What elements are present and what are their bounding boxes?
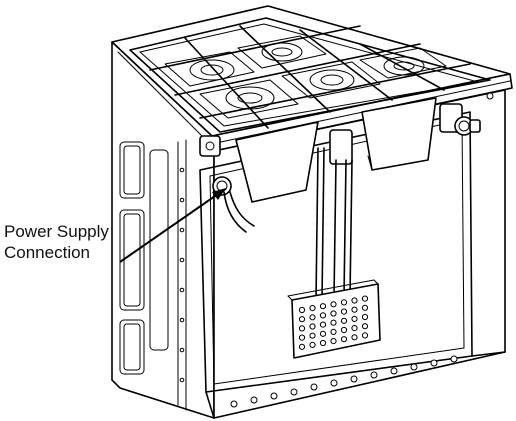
power-supply-callout: Power Supply Connection [4, 221, 109, 263]
burner-grates [129, 17, 491, 133]
perforation-hole [330, 301, 337, 308]
perforation-hole [351, 315, 358, 322]
perforation-hole [340, 299, 348, 306]
perforated-cover [287, 279, 381, 359]
perforation-hole [309, 341, 316, 348]
perforation-hole [330, 338, 337, 345]
perforation-hole [319, 330, 327, 337]
perforation-hole [330, 328, 337, 335]
perforation-hole [361, 313, 369, 321]
callout-line-2: Connection [4, 243, 91, 262]
perforation-hole [351, 306, 358, 313]
callout-arrow [119, 188, 226, 263]
perforation-hole [340, 308, 348, 315]
perforation-hole [340, 326, 348, 334]
perforation-hole [351, 297, 358, 304]
perforation-hole [309, 314, 316, 321]
burners [189, 42, 425, 110]
perforation-hole [330, 310, 337, 317]
perforation-hole [361, 304, 369, 311]
perforation-hole [319, 321, 327, 328]
side-panel [111, 41, 215, 419]
perforation-hole [309, 323, 316, 330]
perforation-hole [351, 325, 358, 332]
conduit [315, 129, 353, 301]
callout-line-1: Power Supply [4, 222, 109, 241]
perforation-hole [361, 332, 369, 339]
perforation-hole [298, 325, 306, 332]
perforation-hole [340, 317, 348, 324]
heat-shields [235, 97, 437, 203]
perforations [298, 295, 369, 350]
perforation-hole [298, 316, 306, 323]
perforation-hole [309, 305, 316, 312]
perforation-hole [319, 312, 327, 319]
power-supply-connection [199, 135, 255, 233]
perforation-hole [309, 332, 316, 339]
perforation-hole [298, 306, 306, 314]
perforation-hole [298, 334, 306, 341]
perforation-hole [298, 343, 306, 350]
perforation-hole [319, 303, 327, 310]
perforation-hole [319, 339, 327, 347]
perforation-hole [340, 336, 348, 343]
perforation-hole [361, 295, 369, 302]
perforation-hole [330, 319, 337, 326]
perforation-hole [361, 323, 369, 330]
vent-holes [230, 355, 458, 408]
gas-regulator [439, 92, 494, 136]
perforation-hole [351, 334, 358, 341]
